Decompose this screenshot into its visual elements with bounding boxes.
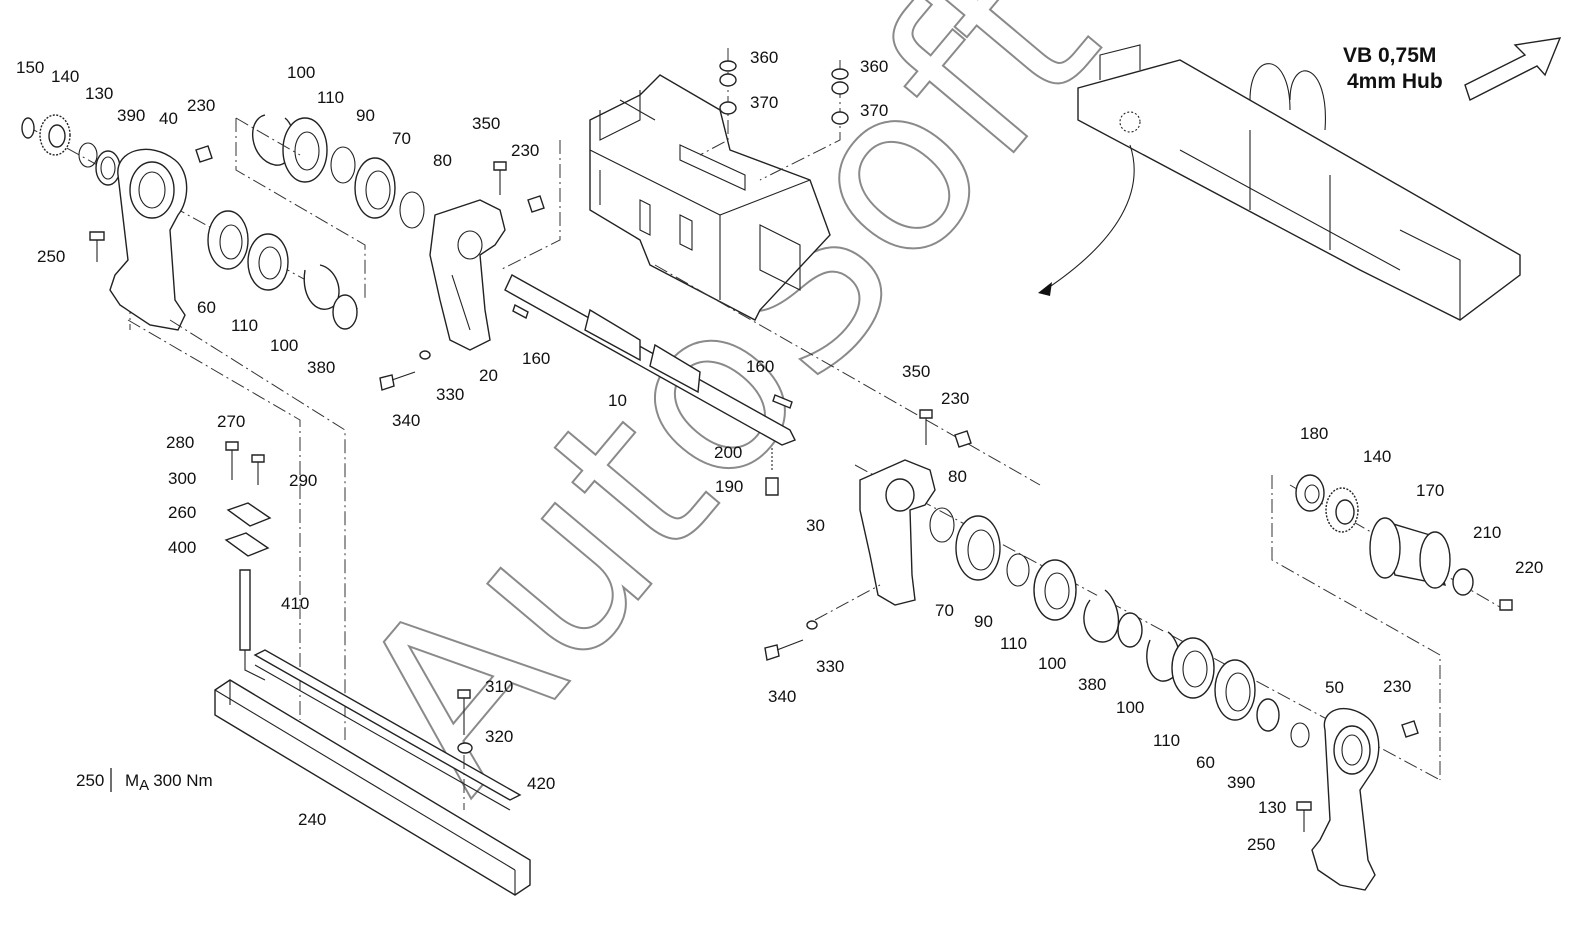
callout-label: 160 [746,357,774,376]
callout-label: 400 [168,538,196,557]
callout-label: 230 [1383,677,1411,696]
overview-machine-illustration [1038,37,1562,321]
header-line1: VB 0,75M [1343,44,1436,67]
left-bearing-group [21,114,425,331]
callout-label: 310 [485,677,513,696]
callout-label: 110 [1000,634,1027,653]
callout-label: 20 [479,366,498,385]
callout-label: 390 [1227,773,1255,792]
callout-labels: 150 140 130 390 40 230 100 110 90 70 80 … [16,48,1543,854]
callout-label: 70 [935,601,954,620]
callout-label: 160 [522,349,550,368]
callout-label: 230 [511,141,539,160]
callout-label: 100 [1116,698,1144,717]
callout-label: 330 [816,657,844,676]
callout-label: 240 [298,810,326,829]
nut-stack-b [831,68,849,125]
callout-label: 50 [1325,678,1344,697]
callout-label: 30 [806,516,825,535]
callout-label: 230 [941,389,969,408]
callout-label: 350 [902,362,930,381]
callout-label: 230 [187,96,215,115]
callout-label: 150 [16,58,44,77]
callout-label: 330 [436,385,464,404]
torque-part-number: 250 [76,771,104,790]
callout-label: 80 [433,151,452,170]
callout-label: 370 [750,93,778,112]
callout-label: 410 [281,594,309,613]
callout-label: 320 [485,727,513,746]
drive-coupling-group [1271,474,1513,780]
spring-pin-200-190 [765,448,779,496]
callout-label: 360 [750,48,778,67]
callout-label: 100 [1038,654,1066,673]
callout-label: 140 [1363,447,1391,466]
callout-label: 300 [168,469,196,488]
callout-label: 10 [608,391,627,410]
callout-label: 370 [860,101,888,120]
callout-label: 260 [168,503,196,522]
right-bearing-group [764,409,1441,891]
callout-label: 360 [860,57,888,76]
shaft-10 [504,274,796,446]
callout-label: 220 [1515,558,1543,577]
callout-label: 130 [85,84,113,103]
callout-label: 170 [1416,481,1444,500]
callout-label: 270 [217,412,245,431]
callout-label: 420 [527,774,555,793]
callout-label: 340 [768,687,796,706]
callout-label: 200 [714,443,742,462]
callout-label: 130 [1258,798,1286,817]
callout-label: 100 [287,63,315,82]
callout-label: 110 [231,316,258,335]
callout-label: 390 [117,106,145,125]
callout-label: 290 [289,471,317,490]
callout-label: 60 [197,298,216,317]
callout-label: 190 [715,477,743,496]
callout-label: 250 [37,247,65,266]
callout-label: 350 [472,114,500,133]
callout-label: 80 [948,467,967,486]
nut-stack-a [719,60,737,115]
callout-label: 140 [51,67,79,86]
bracket-20 [379,161,545,391]
machine-frame [589,74,831,321]
callout-label: 110 [317,88,344,107]
callout-label: 40 [159,109,178,128]
callout-label: 280 [166,433,194,452]
callout-label: 60 [1196,753,1215,772]
watermark-text: AutoSoft [308,0,1148,835]
callout-label: 110 [1153,731,1180,750]
header-line2: 4mm Hub [1347,70,1443,93]
callout-label: 380 [307,358,335,377]
callout-label: 180 [1300,424,1328,443]
callout-label: 90 [974,612,993,631]
callout-label: 250 [1247,835,1275,854]
callout-label: 210 [1473,523,1501,542]
callout-label: 70 [392,129,411,148]
callout-label: 380 [1078,675,1106,694]
callout-label: 100 [270,336,298,355]
callout-label: 90 [356,106,375,125]
lower-rail-assembly [127,319,531,896]
callout-label: 340 [392,411,420,430]
